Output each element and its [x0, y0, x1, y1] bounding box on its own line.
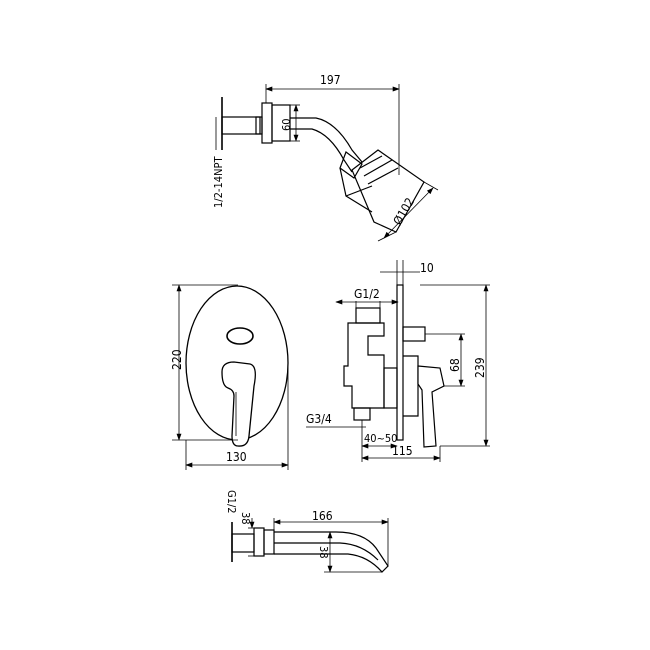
- valve-height-label: 220: [170, 349, 184, 370]
- shower-head-dimensions: [215, 84, 439, 242]
- spout-flange-label: 38: [239, 512, 252, 525]
- outlet-thread-label: G3/4: [306, 412, 332, 426]
- spout-length-label: 166: [312, 509, 333, 523]
- spout-dimensions: [248, 518, 389, 573]
- total-height-label: 239: [473, 357, 487, 378]
- valve-front-view: [185, 285, 289, 447]
- spout-height-label: 38: [317, 546, 330, 559]
- plate-thickness-label: 10: [420, 261, 434, 275]
- depth-label: 115: [392, 444, 413, 458]
- inlet-thread-label: G1/2: [354, 287, 380, 301]
- shower-head-view: [221, 97, 425, 233]
- depth-range-label: 40~50: [364, 432, 397, 445]
- valve-side-view: [343, 284, 445, 448]
- spout-thread-label: G1/2: [225, 490, 238, 514]
- shower-head-diameter-label: Ø102: [390, 195, 417, 227]
- shower-width-label: 197: [320, 73, 341, 87]
- handle-height-label: 68: [448, 358, 462, 372]
- valve-side-dimensions: [306, 260, 490, 462]
- valve-width-label: 130: [226, 450, 247, 464]
- spout-view: [231, 522, 389, 573]
- shower-arm-height-label: 60: [280, 118, 293, 131]
- valve-front-dimensions: [172, 284, 289, 470]
- shower-thread-label: 1/2-14NPT: [212, 156, 225, 208]
